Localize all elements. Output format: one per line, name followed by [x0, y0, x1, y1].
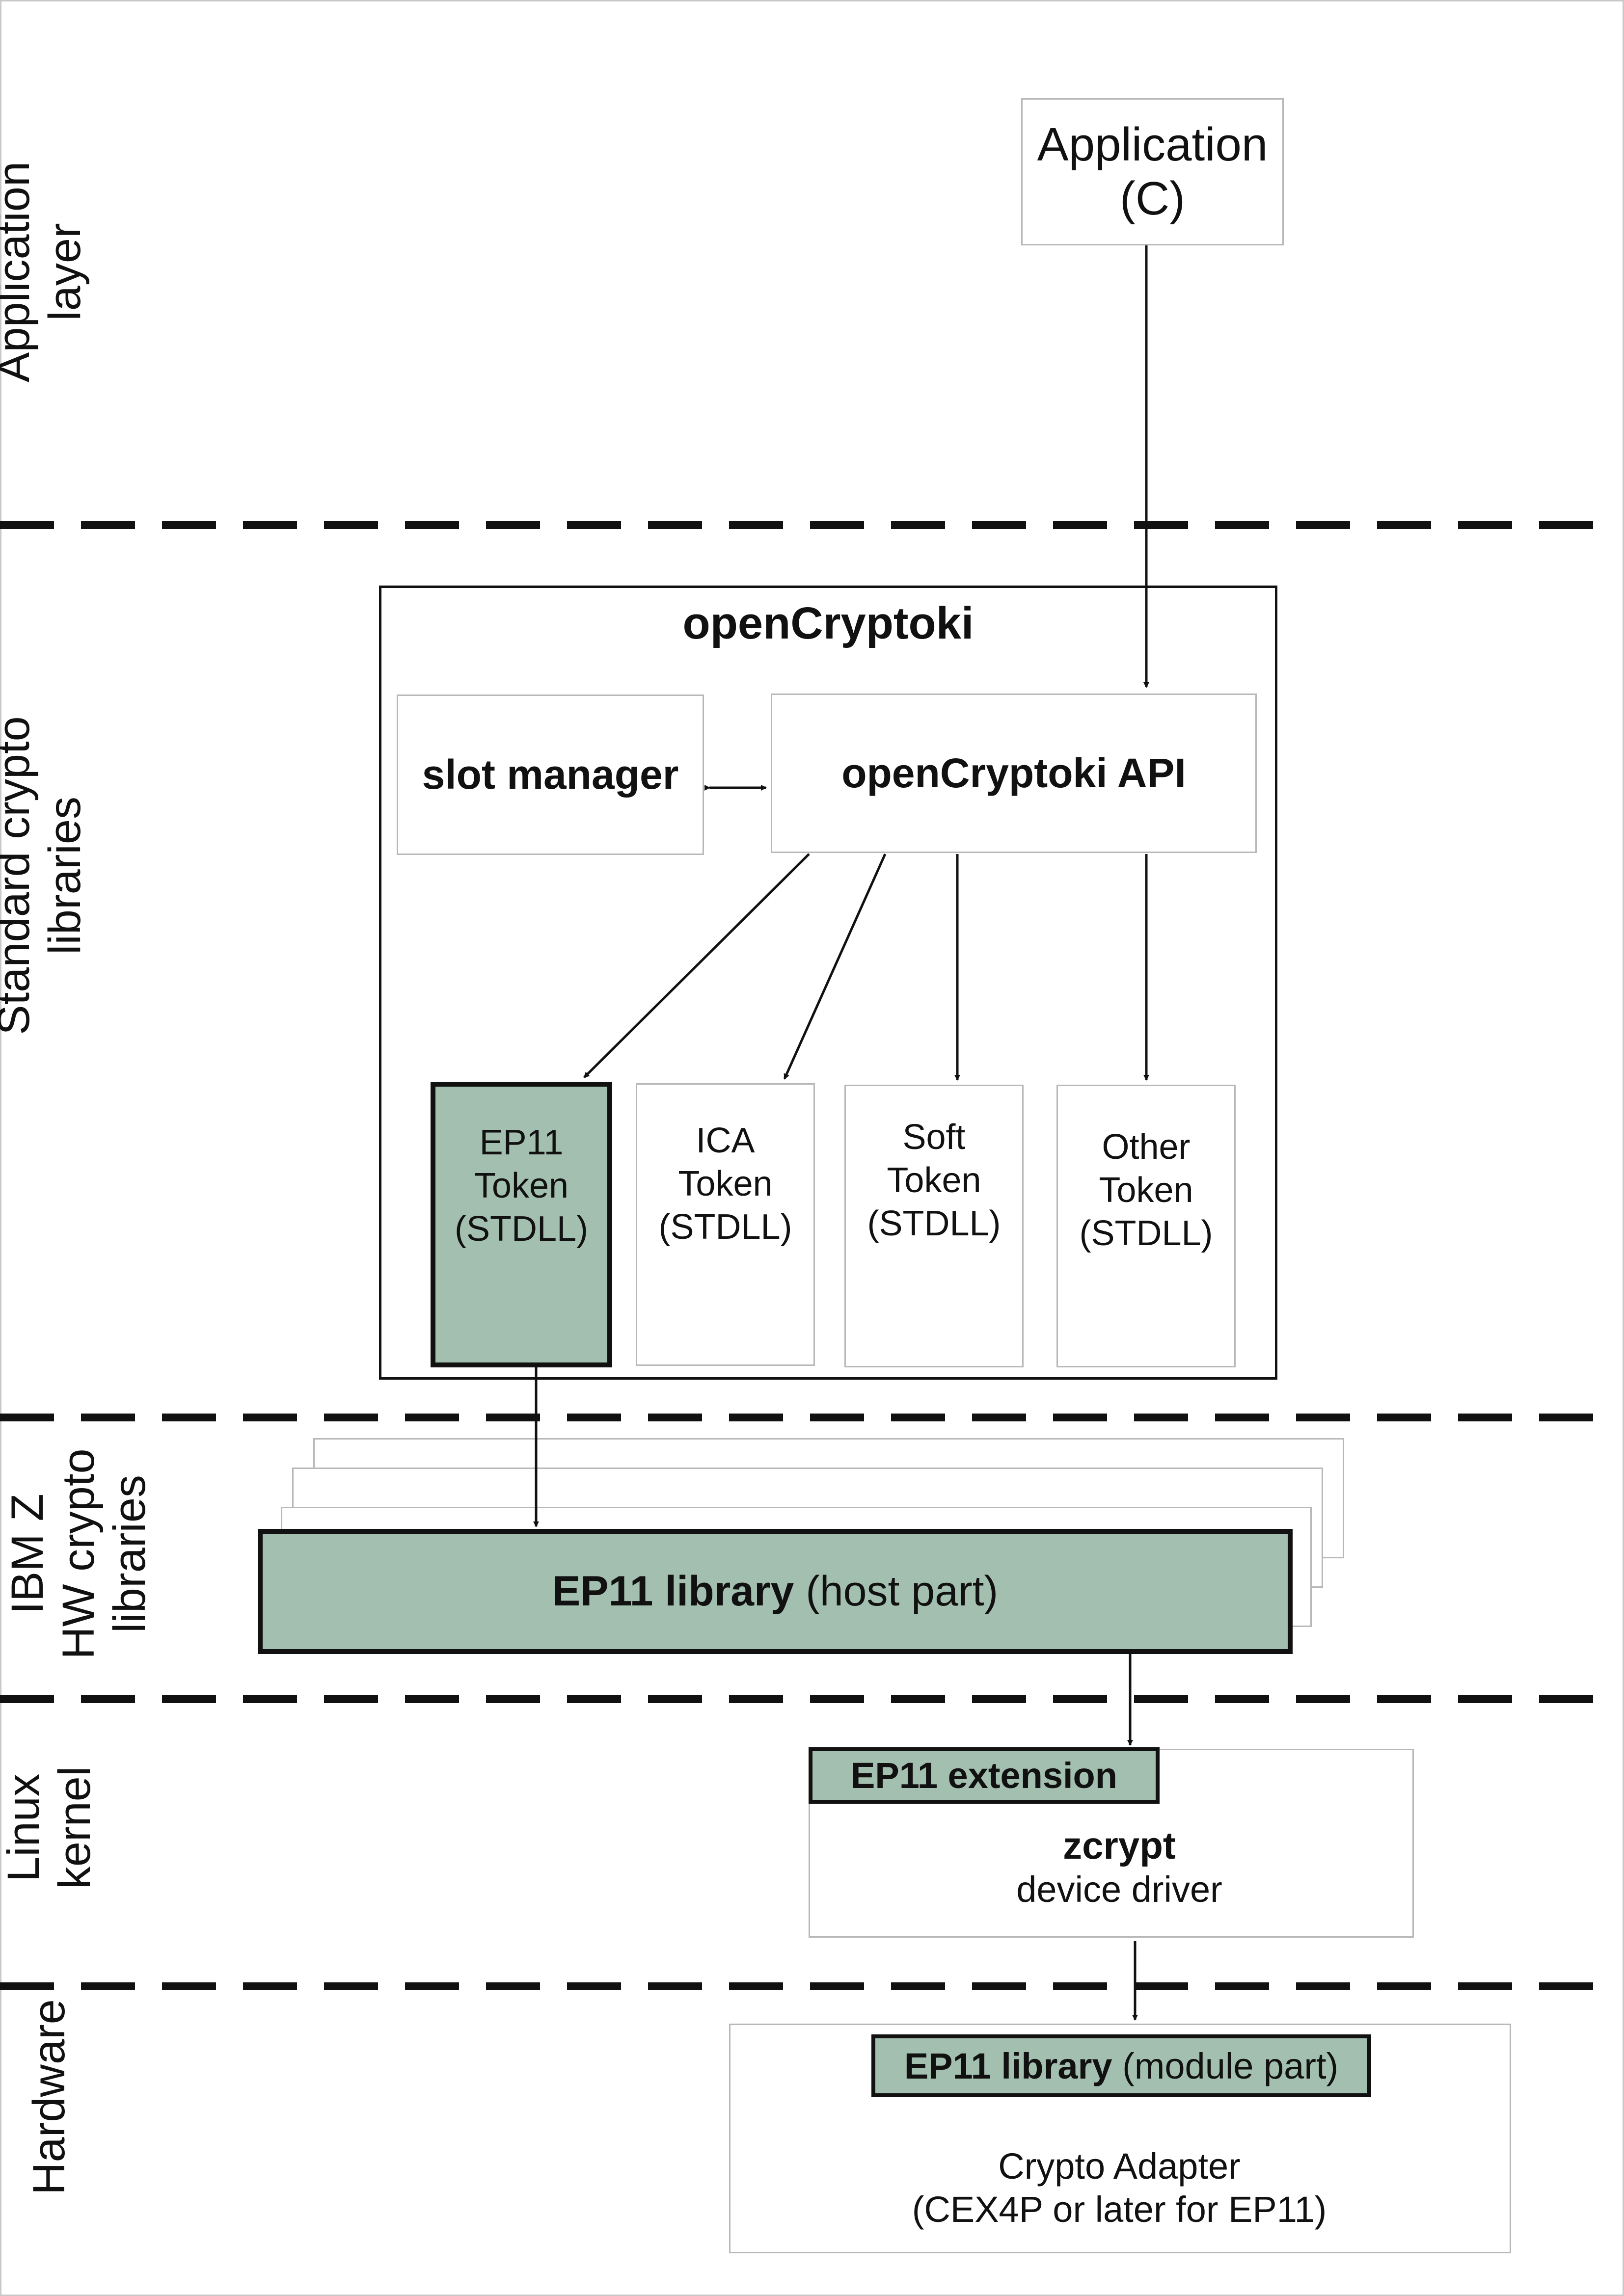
layer-label-ibm-z: IBM Z HW crypto libraries [2, 1448, 155, 1659]
ep11-library-module-box: EP11 library (module part) [871, 2034, 1371, 2097]
zcrypt-description: device driver [1016, 1869, 1222, 1910]
soft-token-label: Soft Token (STDLL) [867, 1118, 1001, 1243]
crypto-adapter-model: (CEX4P or later for EP11) [912, 2189, 1327, 2230]
ep11-library-module-part: (module part) [1112, 2045, 1339, 2086]
application-language: (C) [1119, 172, 1186, 225]
opencryptoki-api-label: openCryptoki API [841, 750, 1186, 796]
ep11-extension-label: EP11 extension [851, 1755, 1117, 1796]
soft-token-box: Soft Token (STDLL) [844, 1085, 1024, 1367]
layer-label-linux-kernel: Linux kernel [0, 1766, 100, 1890]
ep11-library-host-box: EP11 library (host part) [258, 1529, 1293, 1654]
ica-token-box: ICA Token (STDLL) [636, 1083, 815, 1366]
opencryptoki-api-box: openCryptoki API [771, 694, 1257, 853]
layer-label-application: Application layer [0, 161, 90, 383]
other-token-box: Other Token (STDLL) [1056, 1085, 1236, 1367]
crypto-adapter-label: Crypto Adapter (CEX4P or later for EP11) [746, 2145, 1492, 2231]
layer-label-hardware: Hardware [24, 1999, 74, 2195]
other-token-label: Other Token (STDLL) [1079, 1127, 1213, 1253]
ep11-token-label: EP11 Token (STDLL) [454, 1123, 589, 1249]
ep11-library-host-name: EP11 library [552, 1568, 794, 1615]
ep11-extension-box: EP11 extension [809, 1747, 1160, 1804]
ep11-library-module-name: EP11 library [904, 2045, 1112, 2086]
crypto-adapter-name: Crypto Adapter [998, 2146, 1241, 2187]
slot-manager-label: slot manager [422, 751, 679, 798]
application-box: Application (C) [1021, 98, 1284, 245]
ep11-token-box: EP11 Token (STDLL) [431, 1082, 612, 1367]
zcrypt-name: zcrypt [1063, 1824, 1176, 1867]
application-label: Application [1037, 118, 1268, 171]
zcrypt-label: zcrypt device driver [933, 1823, 1306, 1912]
ica-token-label: ICA Token (STDLL) [658, 1121, 792, 1247]
opencryptoki-title: openCryptoki [682, 598, 974, 648]
ep11-library-host-part: (host part) [794, 1568, 999, 1615]
layer-label-standard-crypto: Standard crypto libraries [0, 716, 90, 1035]
slot-manager-box: slot manager [397, 694, 704, 855]
